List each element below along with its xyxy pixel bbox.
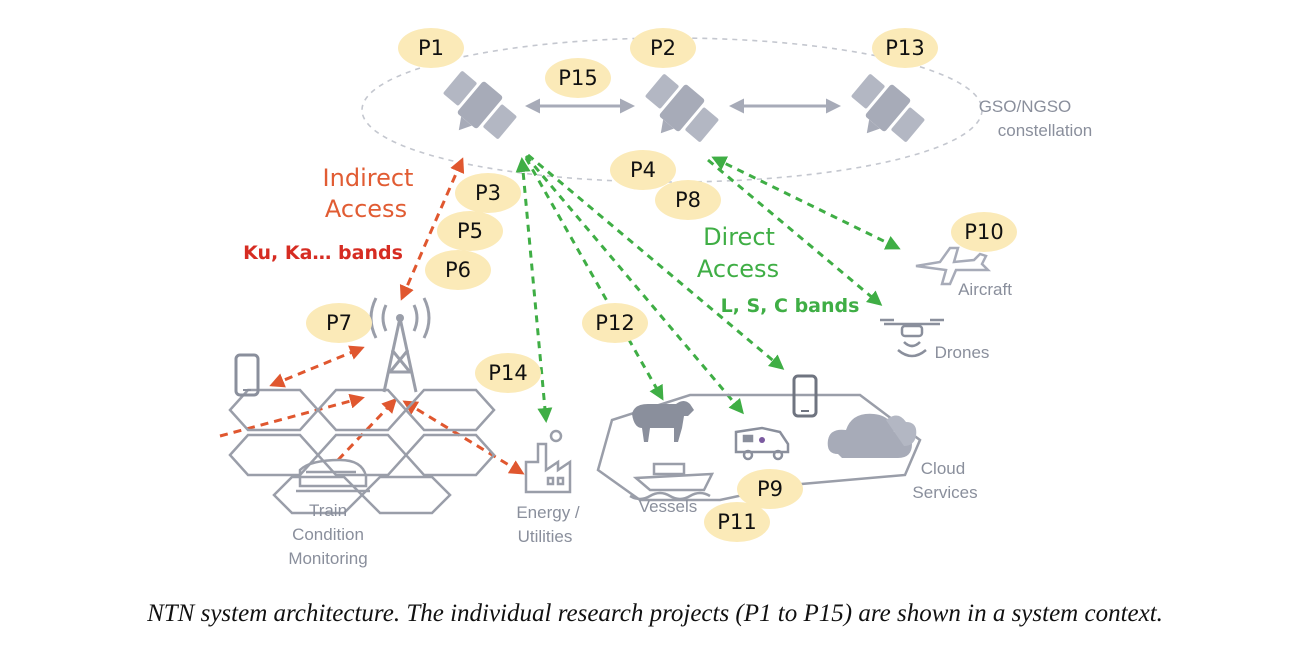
project-badge-shape [398,28,464,68]
cloud-label: Cloud [921,459,965,478]
project-badge-label: P1 [418,36,444,60]
indirect-link [219,393,365,438]
cell-tower-icon [369,297,431,393]
direct-access-label: Direct [703,223,775,251]
cloud-icon [886,415,917,446]
project-badge-shape [475,353,541,393]
project-badge-label: P2 [650,36,676,60]
aircraft-icon [915,246,992,286]
project-badge-p14: P14 [475,353,541,393]
train-label: Train [309,501,347,520]
figure-caption: NTN system architecture. The individual … [147,600,1163,627]
project-badge-shape [582,303,648,343]
cell-tower-top [396,314,404,322]
project-badge-label: P5 [457,219,483,243]
project-badge-label: P9 [757,477,783,501]
terrestrial-cell-grid [228,388,496,515]
project-badge-label: P13 [885,36,924,60]
direct-link-aircraft [711,156,901,250]
drones-label: Drones [935,343,990,362]
project-badge-shape [655,180,721,220]
project-badge-label: P11 [717,510,756,534]
train-icon [296,458,370,493]
project-badge-label: P6 [445,258,471,282]
indirect-link [269,345,365,388]
project-badge-p1: P1 [398,28,464,68]
energy-label: Utilities [518,527,573,546]
constellation-label: constellation [998,121,1093,140]
indirect-feeder-link [399,157,465,301]
train-label: Condition [292,525,364,544]
direct-link-drones [707,158,883,306]
direct-links [515,153,901,423]
project-badge-p12: P12 [582,303,648,343]
project-badge-shape [951,212,1017,252]
train-label: Monitoring [288,549,367,568]
project-badge-shape [610,150,676,190]
project-badge-label: P4 [630,158,656,182]
project-badge-label: P12 [595,311,634,335]
project-badge-p9: P9 [737,469,803,509]
phone-icon [792,374,818,418]
indirect-access-label: Indirect [323,164,414,192]
project-badge-p10: P10 [951,212,1017,252]
energy-label: Energy / [516,503,580,522]
indirect-link [402,400,525,475]
ship-icon [629,462,715,501]
phone-icon [234,353,260,397]
indirect-links [219,157,525,475]
project-badge-shape [704,502,770,542]
project-badge-label: P3 [475,181,501,205]
satellite-icon [431,65,522,154]
project-badge-p7: P7 [306,303,372,343]
drone-icon [880,318,944,358]
project-badge-p5: P5 [437,211,503,251]
cloud-label: Services [912,483,977,502]
constellation-orbit [361,37,983,183]
project-badge-shape [455,173,521,213]
satellite-icon [633,68,724,157]
factory-icon [524,429,572,494]
project-badge-p3: P3 [455,173,521,213]
project-badge-shape [630,28,696,68]
direct-bands-label: L, S, C bands [721,295,860,317]
ambulance-icon [734,426,790,461]
project-badge-shape [437,211,503,251]
project-badge-label: P14 [488,361,527,385]
project-badge-p15: P15 [545,58,611,98]
cow-icon [632,401,694,442]
project-badge-p8: P8 [655,180,721,220]
direct-link-energy [515,157,553,423]
indirect-bands-label: Ku, Ka… bands [243,242,403,264]
project-badge-p4: P4 [610,150,676,190]
satellite-icon [839,68,930,157]
project-badge-p13: P13 [872,28,938,68]
indirect-access-label: Access [325,195,407,223]
project-badge-label: P7 [326,311,352,335]
project-badge-shape [306,303,372,343]
ambulance-light [759,437,765,443]
direct-access-label: Access [697,255,779,283]
project-badge-shape [425,250,491,290]
project-badge-label: P8 [675,188,701,212]
project-badge-label: P15 [558,66,597,90]
project-badge-shape [737,469,803,509]
vessels-label: Vessels [639,497,698,516]
project-badge-shape [545,58,611,98]
project-badge-shape [872,28,938,68]
direct-link-vessels [524,157,664,401]
direct-link-phone [527,153,785,370]
direct-link-ambulance [524,155,744,415]
project-badge-label: P10 [964,220,1003,244]
project-badge-p6: P6 [425,250,491,290]
project-badge-p2: P2 [630,28,696,68]
constellation-label: GSO/NGSO [979,97,1072,116]
aircraft-label: Aircraft [958,280,1012,299]
project-badge-p11: P11 [704,502,770,542]
